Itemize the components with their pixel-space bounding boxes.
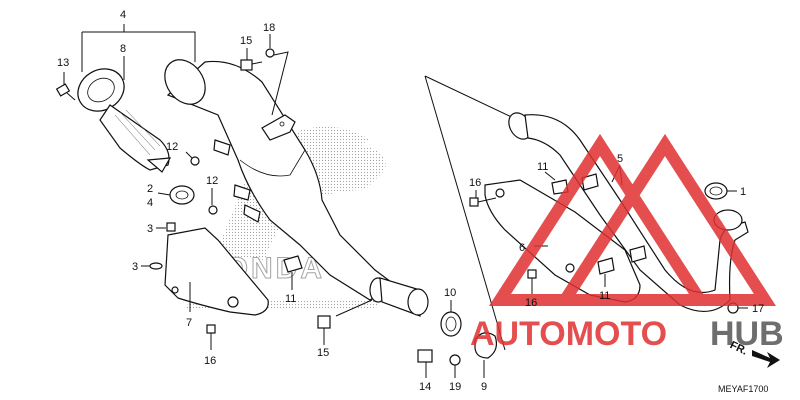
callout-13: 13 bbox=[57, 57, 69, 69]
gasket-2 bbox=[157, 185, 195, 205]
callout-7: 7 bbox=[186, 317, 192, 329]
callout-6: 6 bbox=[519, 242, 525, 254]
bolt-16-upper-right bbox=[469, 190, 497, 207]
callout-9: 9 bbox=[481, 381, 487, 393]
washer-19 bbox=[449, 354, 461, 378]
callout-16-left: 16 bbox=[204, 355, 216, 367]
callout-11-center: 11 bbox=[285, 293, 296, 305]
washer-18 bbox=[265, 34, 289, 116]
diagram-code: MEYAF1700 bbox=[718, 384, 768, 394]
clip-12-lower bbox=[208, 184, 261, 223]
muffler-bracket bbox=[261, 114, 296, 141]
bolt-15-top bbox=[240, 48, 263, 71]
watermark: AUTOMOTO HUB bbox=[470, 133, 784, 353]
heat-shield-7 bbox=[164, 227, 269, 316]
grommet-3-upper bbox=[156, 222, 176, 232]
muffler-end-cap bbox=[77, 68, 172, 173]
bolt-14 bbox=[417, 349, 433, 378]
callout-4-top: 4 bbox=[120, 9, 126, 21]
clip-11-lower-right bbox=[597, 245, 647, 287]
clamp-9 bbox=[474, 332, 498, 378]
joint-pipe bbox=[369, 277, 429, 317]
clip-12-upper bbox=[185, 139, 231, 166]
callout-10: 10 bbox=[444, 287, 456, 299]
callout-12-upper: 12 bbox=[166, 141, 178, 153]
gasket-1 bbox=[704, 182, 737, 200]
bolt-16-lower-right bbox=[527, 269, 537, 294]
watermark-brand-part1: AUTOMOTO bbox=[470, 315, 667, 353]
muffler bbox=[164, 59, 397, 301]
callout-16-lower-right: 16 bbox=[525, 297, 537, 309]
clamp-11-center bbox=[283, 255, 303, 290]
callout-15-top: 15 bbox=[240, 35, 252, 47]
bolt-15-lower bbox=[317, 299, 373, 345]
watermark-brand-part2: HUB bbox=[710, 315, 784, 353]
callout-17: 17 bbox=[752, 303, 764, 315]
callout-19: 19 bbox=[449, 381, 461, 393]
callout-11-upper-right: 11 bbox=[537, 161, 548, 173]
callout-5: 5 bbox=[617, 153, 623, 165]
callout-2: 2 bbox=[147, 183, 153, 195]
bolt-13 bbox=[55, 72, 76, 101]
bolt-16-left bbox=[206, 324, 216, 350]
callout-3-lower: 3 bbox=[132, 261, 138, 273]
grommet-3-lower bbox=[141, 262, 163, 270]
callout-8: 8 bbox=[120, 43, 126, 55]
callout-3-upper: 3 bbox=[147, 223, 153, 235]
callout-11-lower-right: 11 bbox=[599, 290, 610, 302]
callout-16-upper-right: 16 bbox=[469, 177, 481, 189]
callout-14: 14 bbox=[419, 381, 431, 393]
callout-4-side: 4 bbox=[147, 197, 153, 209]
callout-1: 1 bbox=[740, 186, 746, 198]
callout-12-lower: 12 bbox=[206, 175, 218, 187]
gasket-10 bbox=[440, 300, 462, 337]
direction-arrow-icon bbox=[752, 350, 780, 368]
callout-labels: 4 8 13 15 18 12 12 2 4 3 3 7 16 11 15 10… bbox=[57, 9, 764, 393]
callout-15-lower: 15 bbox=[317, 347, 329, 359]
callout-18: 18 bbox=[263, 22, 275, 34]
